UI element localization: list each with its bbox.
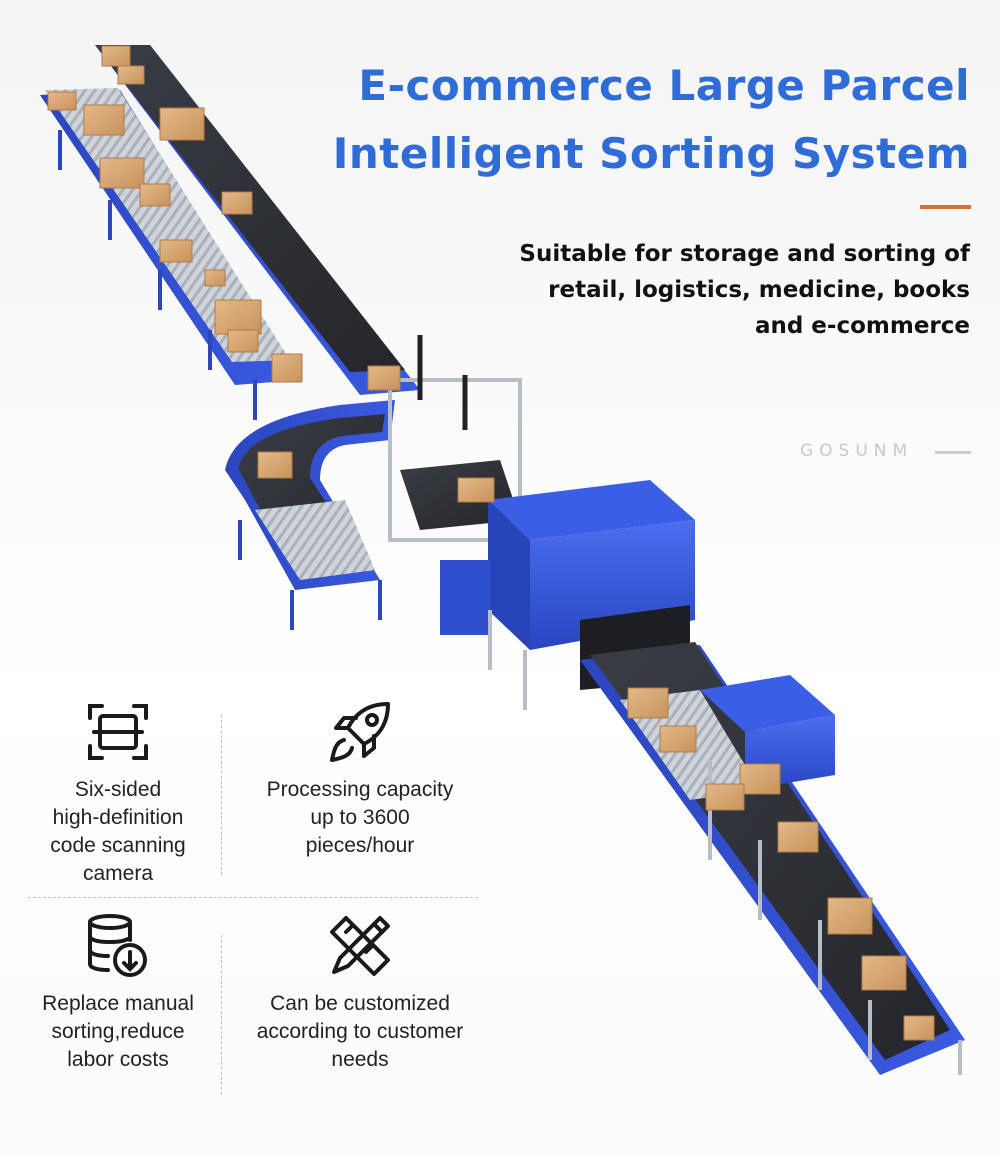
curved-conveyor — [225, 400, 395, 630]
pencil-ruler-icon — [330, 916, 390, 976]
accent-divider — [920, 205, 971, 209]
feature-label: Processing capacity up to 3600 pieces/ho… — [235, 776, 485, 860]
feature-replace-manual: Replace manual sorting,reduce labor cost… — [20, 912, 216, 1074]
title-line-2: Intelligent Sorting System — [332, 129, 970, 178]
feature-line: camera — [82, 862, 154, 885]
feature-line: needs — [331, 1048, 389, 1071]
feature-label: Six-sided high-definition code scanning … — [20, 776, 216, 888]
title-line-1: E-commerce Large Parcel — [358, 61, 970, 110]
subtitle-line-3: and e-commerce — [754, 313, 970, 339]
feature-line: Can be customized — [270, 992, 450, 1015]
feature-customizable: Can be customized according to customer … — [235, 912, 485, 1074]
brand-line — [935, 451, 971, 454]
feature-line: pieces/hour — [305, 834, 415, 857]
scan-frame-icon — [88, 704, 148, 760]
feature-line: up to 3600 — [310, 806, 410, 829]
feature-label: Replace manual sorting,reduce labor cost… — [20, 990, 216, 1074]
feature-line: labor costs — [67, 1048, 169, 1071]
feature-line: Replace manual — [42, 992, 194, 1015]
rocket-icon — [330, 702, 390, 762]
database-download-icon — [88, 914, 147, 977]
page-title: E-commerce Large Parcel Intelligent Sort… — [290, 52, 970, 188]
feature-line: according to customer — [256, 1020, 464, 1043]
feature-processing-capacity: Processing capacity up to 3600 pieces/ho… — [235, 698, 485, 860]
feature-label: Can be customized according to customer … — [235, 990, 485, 1074]
feature-line: Six-sided — [74, 778, 162, 801]
subtitle-line-2: retail, logistics, medicine, books — [548, 277, 970, 303]
subtitle-line-1: Suitable for storage and sorting of — [519, 241, 970, 267]
subtitle: Suitable for storage and sorting of reta… — [450, 236, 970, 344]
parcels — [47, 45, 935, 1041]
brand-watermark: GOSUNM — [800, 441, 914, 461]
feature-line: sorting,reduce — [51, 1020, 185, 1043]
feature-line: code scanning — [50, 834, 186, 857]
feature-scanning-camera: Six-sided high-definition code scanning … — [20, 698, 216, 888]
feature-divider-vertical-top — [221, 715, 222, 875]
feature-line: high-definition — [52, 806, 184, 829]
feature-divider-horizontal — [28, 897, 478, 898]
feature-line: Processing capacity — [266, 778, 454, 801]
feature-divider-vertical-bottom — [221, 935, 222, 1095]
